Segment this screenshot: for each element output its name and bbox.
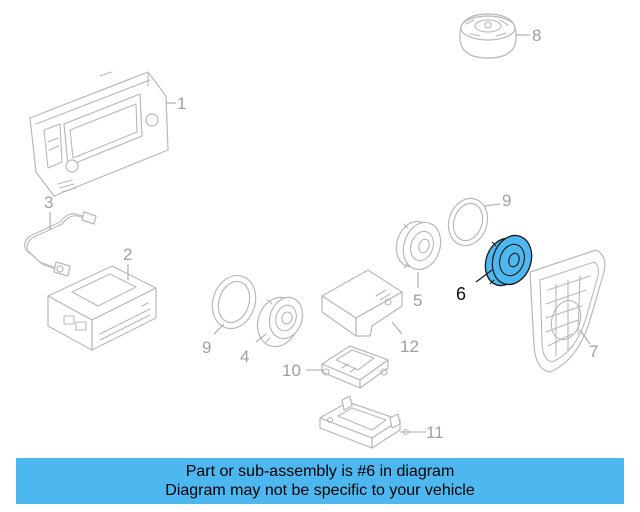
part-7-speaker-grille[interactable] <box>529 249 606 373</box>
part-9-ring-left[interactable] <box>206 270 263 334</box>
part-9-ring-right[interactable] <box>443 193 494 250</box>
callout-8: 8 <box>532 26 541 45</box>
callout-2: 2 <box>123 245 132 264</box>
banner-line-2: Diagram may not be specific to your vehi… <box>165 482 475 499</box>
part-5-speaker[interactable] <box>391 217 447 275</box>
callout-7: 7 <box>589 342 598 361</box>
part-2-receiver-module[interactable] <box>47 265 157 351</box>
part-11-bracket[interactable] <box>319 395 410 449</box>
part-4-speaker[interactable] <box>251 292 307 352</box>
callout-11: 11 <box>426 423 444 442</box>
part-12-control-module[interactable] <box>321 269 403 337</box>
callout-3: 3 <box>44 193 53 212</box>
banner-line-1: Part or sub-assembly is #6 in diagram <box>185 463 455 480</box>
callout-9-right: 9 <box>502 191 511 210</box>
callout-9-left: 9 <box>202 338 211 357</box>
callout-1: 1 <box>177 94 186 113</box>
callout-5: 5 <box>413 291 422 310</box>
info-banner: Part or sub-assembly is #6 in diagram Di… <box>16 458 624 504</box>
part-10-module[interactable] <box>321 345 389 389</box>
part-1-radio-head-unit[interactable] <box>29 71 169 197</box>
part-3-antenna-cable[interactable] <box>24 211 97 277</box>
callout-6: 6 <box>456 284 466 304</box>
callout-4: 4 <box>240 347 249 366</box>
part-8-speaker-cover[interactable] <box>459 13 517 59</box>
callout-10: 10 <box>282 361 301 380</box>
callout-12: 12 <box>400 337 419 356</box>
part-6-speaker-highlighted[interactable] <box>479 230 537 290</box>
